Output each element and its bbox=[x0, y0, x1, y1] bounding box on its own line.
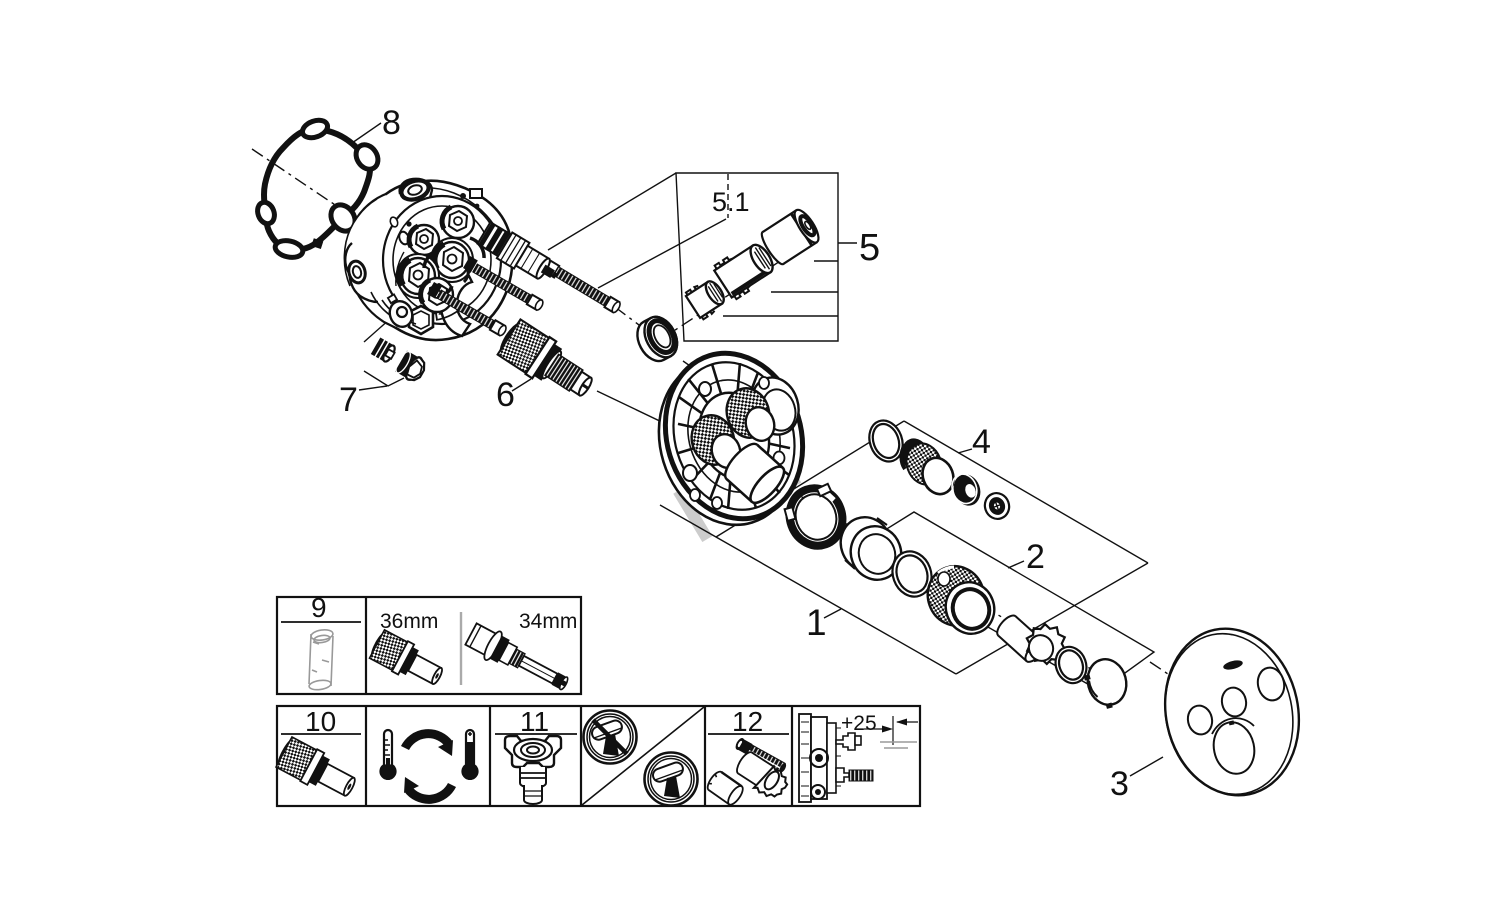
svg-text:8: 8 bbox=[382, 104, 401, 142]
svg-text:5: 5 bbox=[859, 227, 880, 269]
svg-text:5.1: 5.1 bbox=[712, 187, 750, 217]
svg-text:1: 1 bbox=[806, 602, 827, 643]
svg-text:6: 6 bbox=[496, 376, 515, 414]
svg-text:+25: +25 bbox=[841, 712, 877, 735]
svg-text:11: 11 bbox=[520, 706, 549, 737]
svg-text:7: 7 bbox=[339, 381, 358, 419]
svg-text:4: 4 bbox=[972, 423, 991, 461]
svg-text:34mm: 34mm bbox=[519, 610, 577, 633]
svg-text:2: 2 bbox=[1026, 538, 1045, 576]
svg-text:36mm: 36mm bbox=[380, 610, 438, 633]
svg-text:10: 10 bbox=[305, 706, 336, 737]
svg-text:9: 9 bbox=[311, 592, 327, 623]
svg-text:12: 12 bbox=[732, 706, 763, 737]
svg-text:3: 3 bbox=[1110, 765, 1129, 803]
